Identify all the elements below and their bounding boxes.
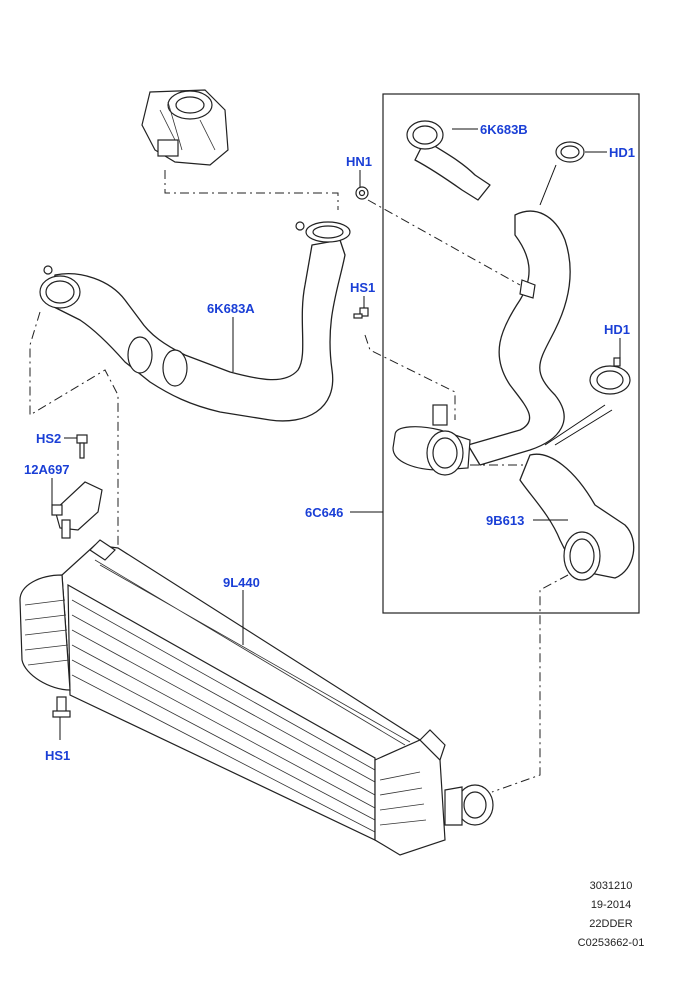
hose-9b613 — [519, 453, 635, 581]
callout-9l440: 9L440 — [223, 575, 260, 590]
callout-6c646: 6C646 — [305, 505, 343, 520]
footer-line-1: 3031210 — [589, 880, 633, 892]
footer-line-3: 22DDER — [589, 918, 633, 930]
callout-9b613: 9B613 — [486, 513, 524, 528]
callout-hs2: HS2 — [36, 431, 61, 446]
sensor-bracket-12a697 — [51, 481, 103, 539]
callout-12a697: 12A697 — [24, 462, 70, 477]
screw-hs1-top — [353, 307, 369, 319]
callout-6k683a: 6K683A — [207, 301, 255, 316]
inset-frame-6c646 — [382, 93, 640, 614]
nut-hn1 — [355, 186, 369, 200]
callout-6k683b: 6K683B — [480, 122, 528, 137]
callout-hd1-mid: HD1 — [604, 322, 630, 337]
leader-throttle-to-hose — [164, 170, 339, 210]
throttle-body — [141, 89, 229, 166]
leader-9b613-to-cooler — [491, 574, 569, 793]
callout-hs1-top: HS1 — [350, 280, 375, 295]
screw-hs1-bottom — [52, 696, 71, 718]
footer-line-4: C0253662-01 — [577, 937, 645, 949]
callout-hn1: HN1 — [346, 154, 372, 169]
callout-hs1-bottom: HS1 — [45, 748, 70, 763]
hose-6c646 — [392, 210, 571, 476]
screw-hs2 — [76, 434, 88, 459]
hose-6k683b — [406, 120, 491, 201]
intercooler-9l440 — [19, 539, 494, 856]
clip-hd1-mid — [589, 357, 631, 395]
footer-line-2: 19-2014 — [590, 899, 632, 911]
leader-hn1-to-inset — [367, 199, 521, 286]
hose-6k683a — [39, 221, 351, 422]
leader-hs1-to-inset — [364, 334, 456, 420]
callout-hd1-top: HD1 — [609, 145, 635, 160]
footer-reference: 3031210 19-2014 22DDER C0253662-01 — [556, 877, 666, 953]
clip-hd1-top — [555, 141, 585, 163]
